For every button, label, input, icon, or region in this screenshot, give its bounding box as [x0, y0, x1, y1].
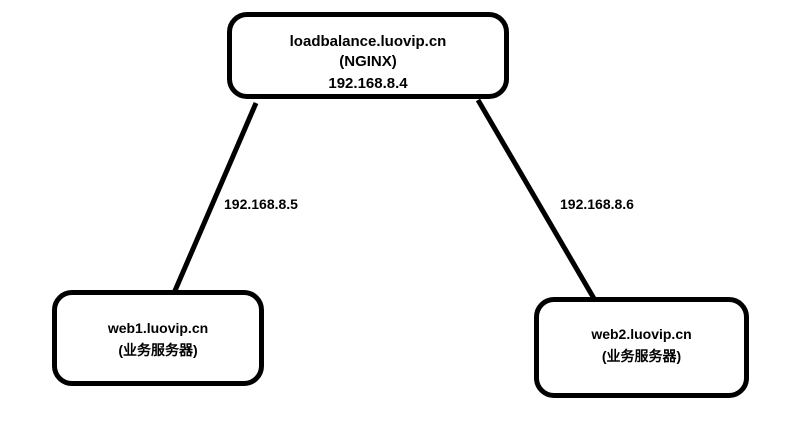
node-web1-description: (业务服务器) [118, 341, 198, 358]
node-web2-hostname: web2.luovip.cn [591, 326, 692, 342]
node-loadbalancer-hostname: loadbalance.luovip.cn [289, 33, 447, 50]
edge-label-loadbalancer-to-web2: 192.168.8.6 [560, 196, 634, 212]
node-loadbalancer[interactable]: loadbalance.luovip.cn (NGINX) 192.168.8.… [227, 12, 509, 99]
node-web2-description: (业务服务器) [601, 347, 682, 364]
edge-label-loadbalancer-to-web1: 192.168.8.5 [224, 196, 298, 212]
connector-loadbalancer-to-web2 [475, 98, 599, 304]
node-web2[interactable]: web2.luovip.cn (业务服务器) [534, 297, 749, 398]
connector-loadbalancer-to-web1 [171, 102, 259, 294]
node-web1-hostname: web1.luovip.cn [107, 320, 209, 336]
node-web1[interactable]: web1.luovip.cn (业务服务器) [52, 290, 264, 386]
node-loadbalancer-software: (NGINX) [339, 53, 397, 71]
node-loadbalancer-ip: 192.168.8.4 [328, 74, 408, 92]
